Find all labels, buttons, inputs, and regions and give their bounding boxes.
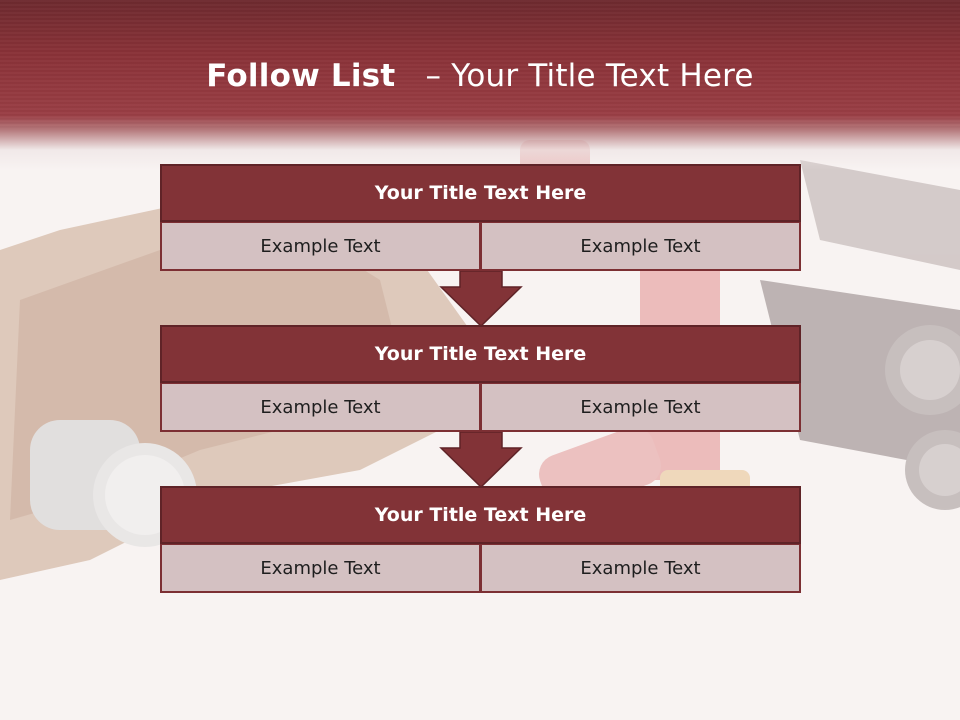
list-block-2: Your Title Text Here Example Text Exampl…	[160, 325, 801, 432]
block-cell-left: Example Text	[160, 222, 481, 271]
block-cell-left: Example Text	[160, 544, 481, 593]
list-block-1: Your Title Text Here Example Text Exampl…	[160, 164, 801, 271]
down-arrow-icon	[439, 432, 523, 488]
block-row: Example Text Example Text	[160, 222, 801, 271]
header-band	[0, 0, 960, 170]
block-cell-right: Example Text	[481, 222, 801, 271]
slide-title: Follow List – Your Title Text Here	[0, 56, 960, 96]
block-cell-right: Example Text	[481, 544, 801, 593]
title-rest: Your Title Text Here	[451, 58, 754, 94]
block-title: Your Title Text Here	[160, 325, 801, 383]
block-row: Example Text Example Text	[160, 544, 801, 593]
down-arrow-icon	[439, 271, 523, 327]
header-stripes	[0, 0, 960, 128]
block-cell-right: Example Text	[481, 383, 801, 432]
list-block-3: Your Title Text Here Example Text Exampl…	[160, 486, 801, 593]
block-row: Example Text Example Text	[160, 383, 801, 432]
block-title: Your Title Text Here	[160, 164, 801, 222]
block-title: Your Title Text Here	[160, 486, 801, 544]
block-cell-left: Example Text	[160, 383, 481, 432]
title-bold-part: Follow List	[206, 58, 396, 94]
title-separator: –	[425, 58, 442, 94]
